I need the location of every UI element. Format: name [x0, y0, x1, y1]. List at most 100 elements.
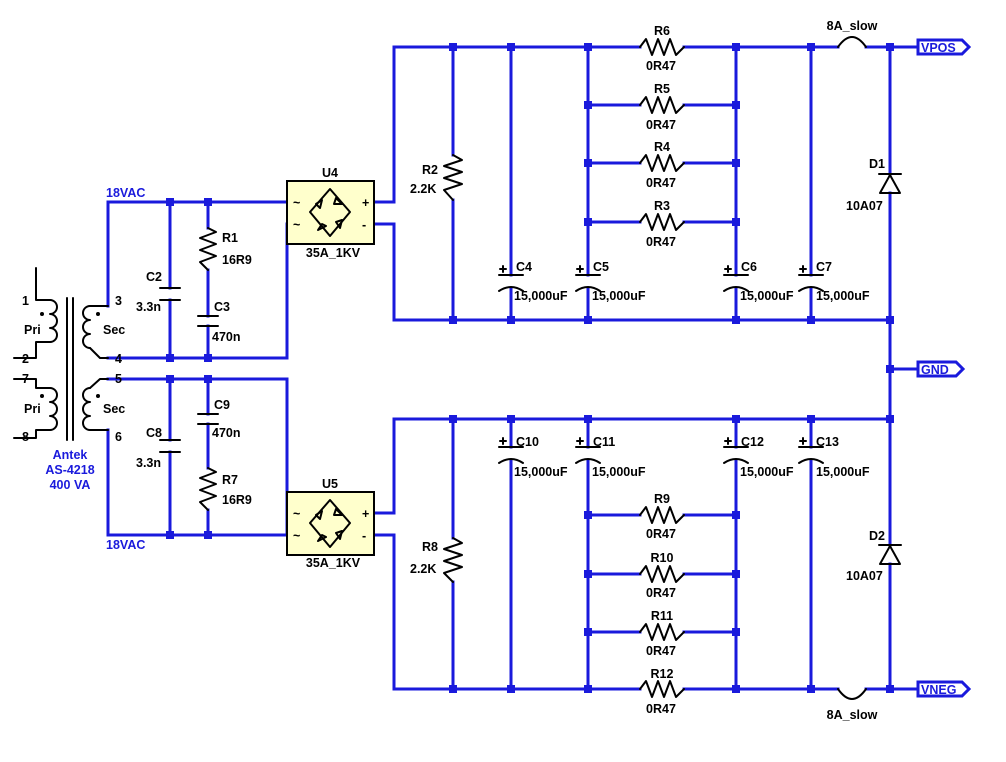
resistor-r8 [443, 537, 463, 583]
diode-d2 [878, 544, 902, 565]
resistor-r3 [639, 213, 685, 231]
capacitor-c7 [798, 265, 824, 292]
port-vpos [916, 38, 972, 56]
resistor-r12 [639, 680, 685, 698]
r4-value: 0R47 [646, 176, 676, 190]
u4-plus-pin: + [362, 196, 369, 210]
c3-value: 470n [212, 330, 241, 344]
capacitor-c3 [197, 315, 219, 327]
r8-value: 2.2K [410, 562, 436, 576]
labels: 1 2 3 4 5 6 7 8 Pri Pri Sec Sec Antek AS… [22, 19, 956, 722]
port-vneg [916, 680, 972, 698]
resistor-r10 [639, 565, 685, 583]
u5-ac-pin-2: ~ [293, 529, 300, 543]
c7-ref: C7 [816, 260, 832, 274]
vpos-label: VPOS [921, 41, 956, 55]
bridge-rectifier-u5: ~ ~ + - [286, 491, 375, 556]
r3-value: 0R47 [646, 235, 676, 249]
pri-label-bottom: Pri [24, 402, 41, 416]
pin-4: 4 [115, 352, 122, 366]
u5-minus-pin: - [362, 529, 366, 543]
u4-ac-pin-2: ~ [293, 218, 300, 232]
transformer-name: Antek [53, 448, 88, 462]
net-18vac-bottom: 18VAC [106, 538, 145, 552]
r5-value: 0R47 [646, 118, 676, 132]
resistor-r5 [639, 96, 685, 114]
c7-value: 15,000uF [816, 289, 870, 303]
c2-ref: C2 [146, 270, 162, 284]
fuse-top [837, 36, 867, 48]
c8-ref: C8 [146, 426, 162, 440]
capacitor-c9 [197, 413, 219, 425]
r5-ref: R5 [654, 82, 670, 96]
pin-2: 2 [22, 352, 29, 366]
resistor-r1 [199, 227, 217, 271]
capacitor-c8 [159, 439, 181, 453]
r10-value: 0R47 [646, 586, 676, 600]
pin-5: 5 [115, 372, 122, 386]
pin-7: 7 [22, 372, 29, 386]
d2-ref: D2 [869, 529, 885, 543]
r3-ref: R3 [654, 199, 670, 213]
u4-minus-pin: - [362, 218, 366, 232]
c13-ref: C13 [816, 435, 839, 449]
junction-dots [166, 43, 894, 693]
r2-ref: R2 [422, 163, 438, 177]
port-gnd [916, 360, 966, 378]
c5-value: 15,000uF [592, 289, 646, 303]
r7-ref: R7 [222, 473, 238, 487]
c10-ref: C10 [516, 435, 539, 449]
c2-value: 3.3n [136, 300, 161, 314]
capacitor-c4 [498, 265, 524, 292]
pin-8: 8 [22, 430, 29, 444]
r6-value: 0R47 [646, 59, 676, 73]
c13-value: 15,000uF [816, 465, 870, 479]
d1-value: 10A07 [846, 199, 883, 213]
capacitor-c2 [159, 287, 181, 301]
u5-ac-pin-1: ~ [293, 507, 300, 521]
transformer-rating: 400 VA [50, 478, 91, 492]
u4-ref: U4 [322, 166, 338, 180]
r8-ref: R8 [422, 540, 438, 554]
c9-ref: C9 [214, 398, 230, 412]
resistor-r4 [639, 154, 685, 172]
c12-value: 15,000uF [740, 465, 794, 479]
c11-value: 15,000uF [592, 465, 646, 479]
pin-6: 6 [115, 430, 122, 444]
capacitor-c13 [798, 437, 824, 464]
d1-ref: D1 [869, 157, 885, 171]
r4-ref: R4 [654, 140, 670, 154]
u5-ref: U5 [322, 477, 338, 491]
c8-value: 3.3n [136, 456, 161, 470]
net-18vac-top: 18VAC [106, 186, 145, 200]
resistor-r6 [639, 38, 685, 56]
r1-value: 16R9 [222, 253, 252, 267]
fuse-top-value: 8A_slow [827, 19, 878, 33]
c6-value: 15,000uF [740, 289, 794, 303]
r12-value: 0R47 [646, 702, 676, 716]
r11-ref: R11 [651, 609, 673, 623]
wires [106, 45, 920, 691]
u4-value: 35A_1KV [306, 246, 361, 260]
resistor-r2 [443, 154, 463, 201]
c3-ref: C3 [214, 300, 230, 314]
resistor-r7 [199, 467, 217, 511]
fuse-bottom [837, 688, 867, 700]
resistor-r11 [639, 623, 685, 641]
r9-value: 0R47 [646, 527, 676, 541]
c6-ref: C6 [741, 260, 757, 274]
transformer [13, 267, 109, 441]
c12-ref: C12 [741, 435, 764, 449]
c10-value: 15,000uF [514, 465, 568, 479]
u5-plus-pin: + [362, 507, 369, 521]
resistor-r9 [639, 506, 685, 524]
pin-3: 3 [115, 294, 122, 308]
gnd-label: GND [921, 363, 949, 377]
capacitor-c10 [498, 437, 524, 464]
capacitor-c12 [723, 437, 749, 464]
r7-value: 16R9 [222, 493, 252, 507]
pin-1: 1 [22, 294, 29, 308]
r9-ref: R9 [654, 492, 670, 506]
bridge-rectifier-u4: ~ ~ + - [286, 180, 375, 245]
